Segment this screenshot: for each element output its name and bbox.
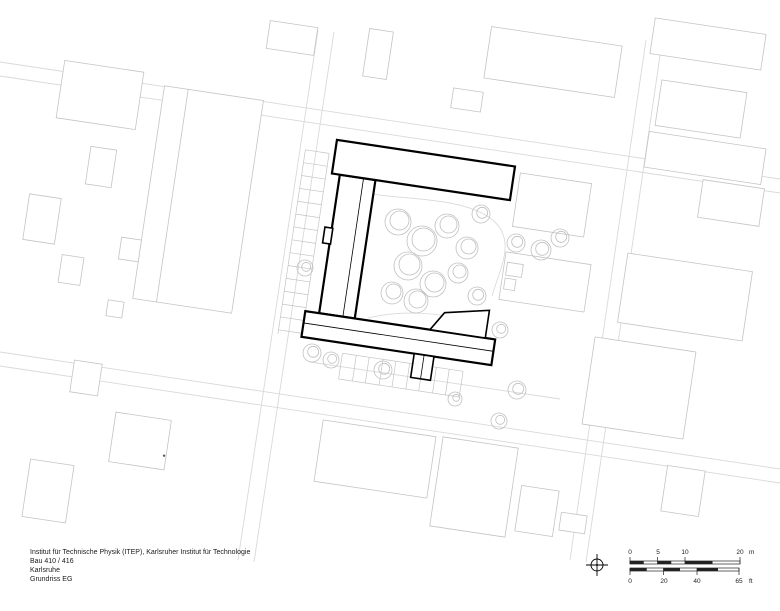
context-building (429, 436, 519, 538)
context-building (514, 484, 560, 538)
title-block: Institut für Technische Physik (ITEP), K… (30, 548, 250, 584)
tree (455, 236, 479, 260)
tree (506, 233, 526, 253)
drawing-title: Grundriss EG (30, 576, 73, 583)
scale-tick-label: 5 (656, 549, 660, 556)
context-building (265, 20, 319, 56)
main-building-north-wing (330, 138, 517, 202)
tree (380, 281, 404, 305)
tree (550, 228, 570, 248)
scale-unit-label: ft (749, 578, 753, 585)
scale-tick-label: 40 (693, 578, 701, 585)
tree (467, 286, 487, 306)
scale-tick-label: 20 (736, 549, 744, 556)
main-building-inner-walls (303, 178, 494, 379)
context-building (511, 172, 593, 238)
north-crosshair-icon (586, 554, 608, 576)
main-building (300, 138, 517, 382)
context-building (660, 464, 706, 518)
scale-tick-label: 0 (628, 578, 632, 585)
tree (302, 343, 322, 363)
context-building (483, 26, 623, 98)
context-building (643, 131, 767, 185)
main-building-west-wing (317, 173, 377, 320)
tree (406, 225, 438, 257)
context-building (57, 254, 85, 286)
main-building-south-wing (300, 309, 497, 367)
tree (296, 259, 314, 277)
context-building (649, 17, 767, 71)
context-building (362, 28, 394, 80)
scale-bar: 0 5 10 20 m 0 20 40 65 ft (628, 549, 754, 585)
building-number: Bau 410 / 416 (30, 558, 74, 565)
tree (384, 208, 412, 236)
context-building (654, 79, 748, 139)
tree (447, 262, 469, 284)
main-building-west-notch (321, 226, 334, 245)
context-building (105, 85, 264, 319)
context-building (450, 87, 484, 113)
scale-unit-label: m (749, 549, 754, 556)
tree (434, 213, 460, 239)
parking-row-west (277, 149, 330, 338)
context-building (313, 419, 437, 499)
tree (373, 360, 393, 380)
tree (322, 351, 340, 369)
main-building-annex-trapezoid (428, 309, 491, 339)
project-title: Institut für Technische Physik (ITEP), K… (30, 549, 251, 556)
tree (393, 251, 423, 281)
scale-tick-label: 0 (628, 549, 632, 556)
tree (507, 380, 527, 400)
context-building (581, 336, 697, 440)
tree (419, 270, 447, 298)
context-building (21, 458, 75, 524)
tree (530, 239, 552, 261)
tree (447, 391, 463, 407)
context-building (69, 359, 103, 397)
context-building (55, 59, 145, 131)
context-building (84, 145, 118, 189)
vegetation (296, 204, 570, 430)
context-building (108, 411, 172, 471)
tree (403, 288, 429, 314)
tree (471, 204, 491, 224)
context-building (697, 179, 765, 227)
courtyard-path (371, 193, 506, 297)
tree (491, 321, 509, 339)
scale-tick-label: 10 (681, 549, 689, 556)
scale-tick-label: 20 (660, 578, 668, 585)
city-label: Karlsruhe (30, 567, 60, 574)
tree (490, 412, 508, 430)
context-building (558, 511, 588, 535)
scale-tick-label: 65 (735, 578, 743, 585)
context-building (617, 252, 753, 342)
context-building (22, 193, 62, 245)
context-buildings (21, 17, 767, 538)
context-building (498, 251, 592, 313)
